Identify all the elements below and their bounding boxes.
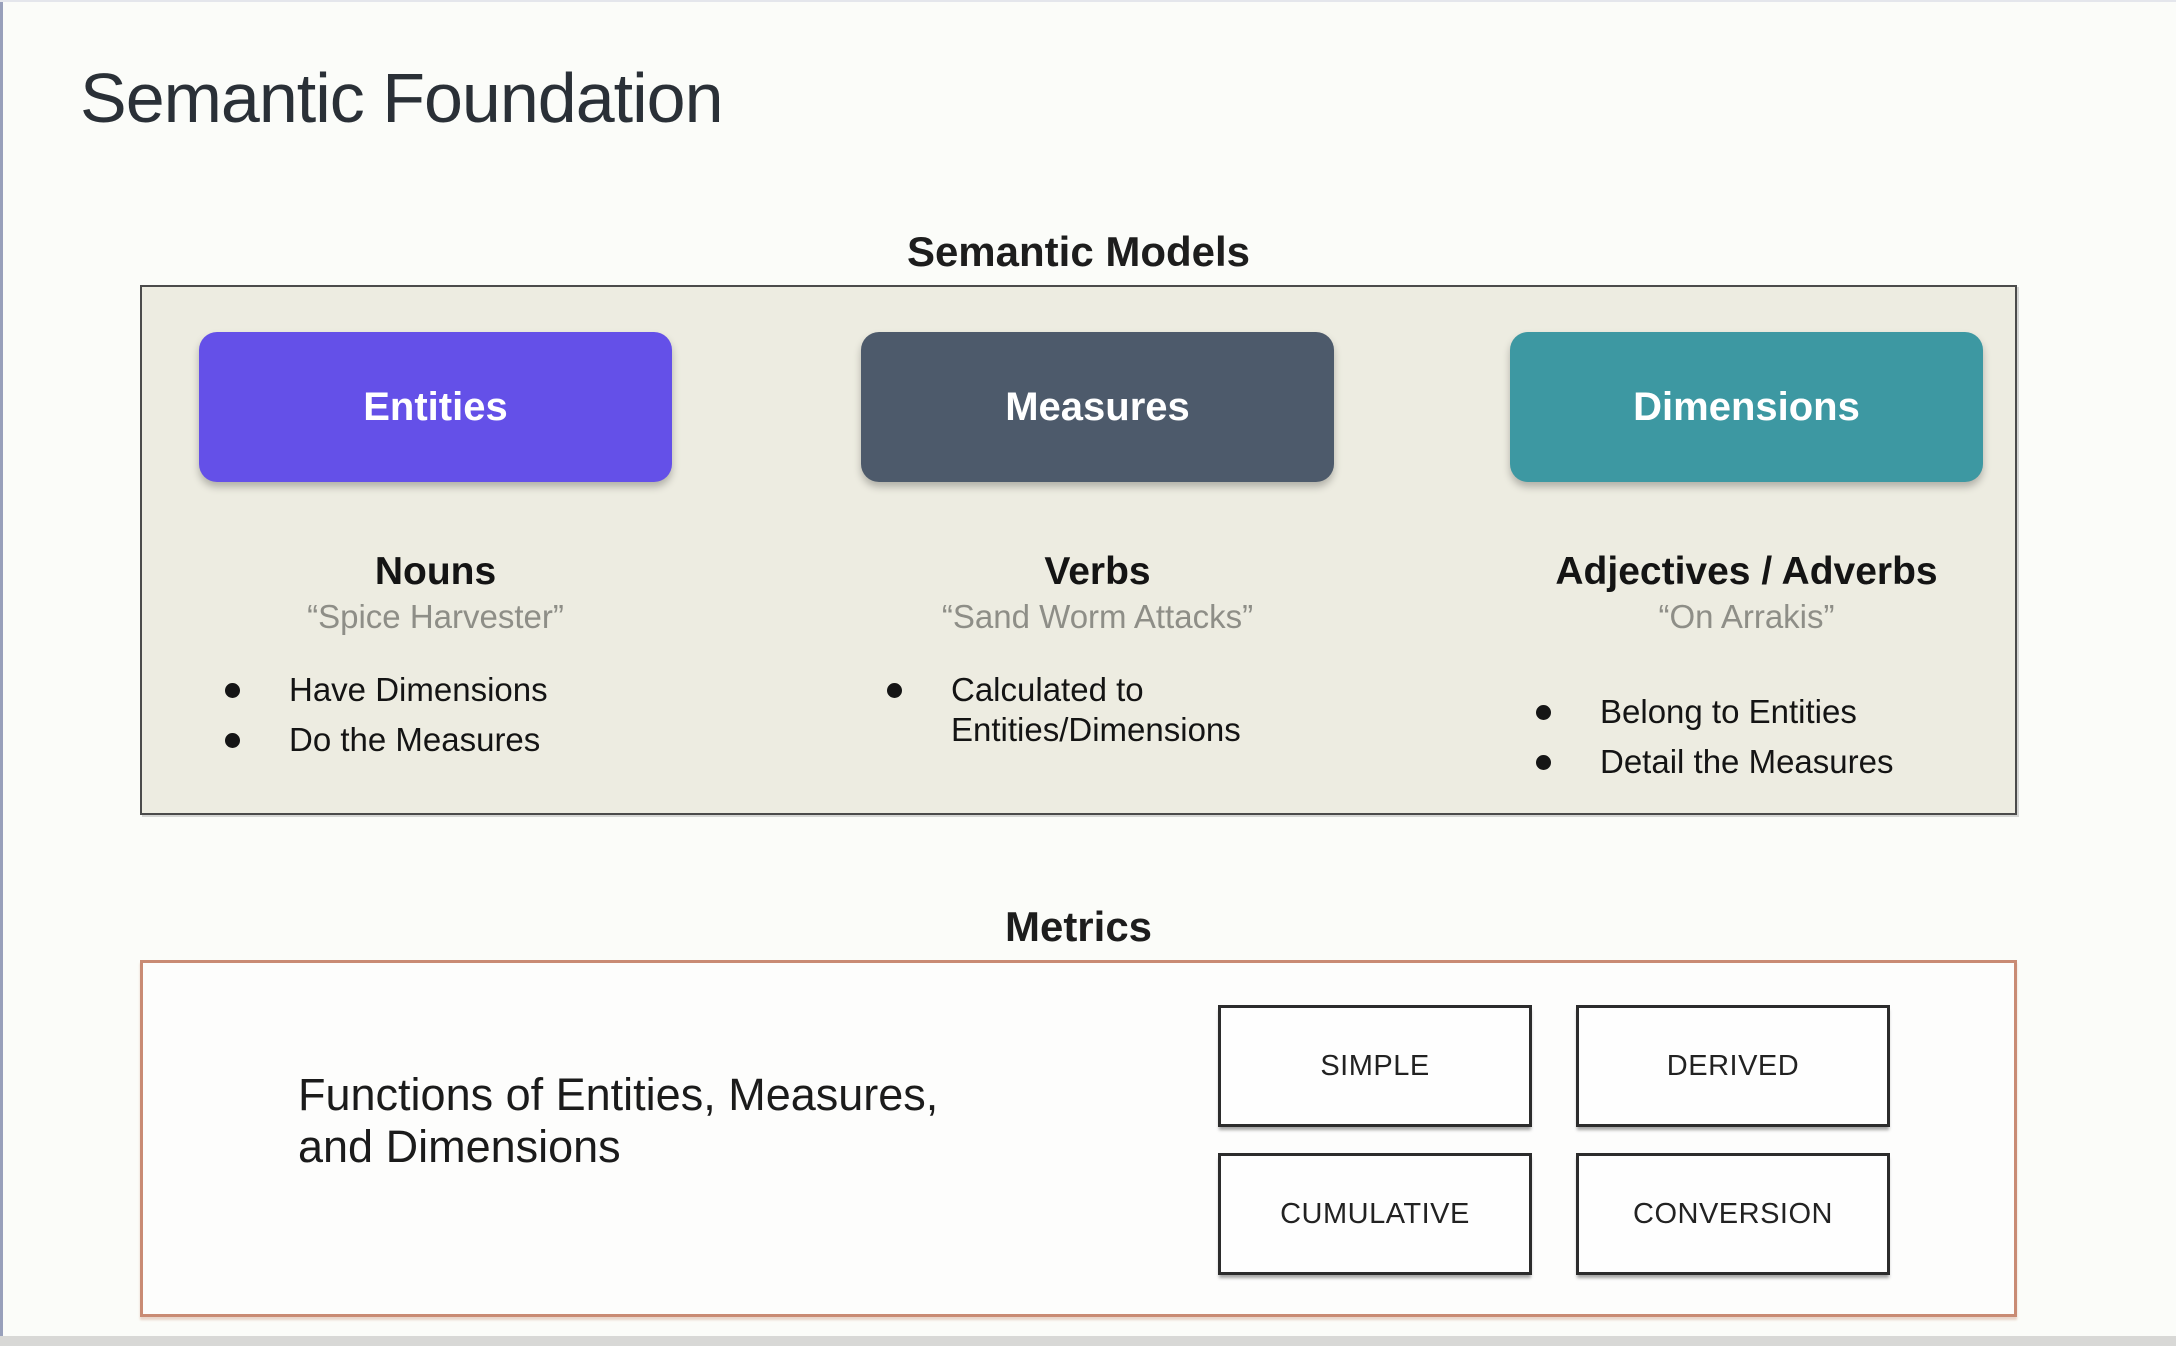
bullet-dot [1536,755,1551,771]
bullet-text: Have Dimensions [289,671,548,708]
bottom-bar [0,1336,2176,1346]
bullet-item: Do the Measures [199,720,672,760]
adjectives-bullet-list: Belong to Entities Detail the Measures [1510,692,1983,783]
verbs-quote: “Sand Worm Attacks” [941,598,1254,635]
bullet-item: Detail the Measures [1510,742,1983,782]
dimensions-box: Dimensions [1510,332,1983,482]
column-entities: Entities Nouns “Spice Harvester” Have Di… [199,287,672,771]
metric-box-simple: SIMPLE [1218,1005,1532,1127]
semantic-models-panel: Entities Nouns “Spice Harvester” Have Di… [140,285,2017,815]
entities-box: Entities [199,332,672,482]
metrics-panel: Functions of Entities, Measures, and Dim… [140,960,2017,1317]
bullet-dot [225,683,240,698]
column-dimensions: Dimensions Adjectives / Adverbs “On Arra… [1510,287,1983,793]
semantic-models-label: Semantic Models [906,228,1251,275]
metrics-description: Functions of Entities, Measures, and Dim… [298,1069,938,1173]
verbs-bullet-list: Calculated to Entities/Dimensions [861,670,1334,751]
bullet-text: Detail the Measures [1600,743,1894,781]
bullet-item: Calculated to Entities/Dimensions [861,670,1334,751]
adjectives-quote: “On Arrakis” [1658,598,1835,635]
bullet-text: Do the Measures [289,721,541,759]
dimensions-box-label: Dimensions [1633,384,1860,429]
metric-box-derived: DERIVED [1576,1005,1890,1127]
metric-type-grid: SIMPLE DERIVED CUMULATIVE CONVERSION [1218,1005,1890,1275]
metric-box-cumulative: CUMULATIVE [1218,1153,1532,1275]
metrics-description-line2: and Dimensions [298,1120,621,1172]
measures-box-label: Measures [1005,384,1190,429]
page-title: Semantic Foundation [80,59,724,137]
bullet-dot [225,733,240,749]
window-edge-top [0,0,2176,2]
bullet-dot [1536,705,1551,720]
column-measures: Measures Verbs “Sand Worm Attacks” Calcu… [861,287,1334,761]
verbs-heading: Verbs [1044,550,1151,593]
nouns-bullet-list: Have Dimensions Do the Measures [199,670,672,761]
nouns-quote: “Spice Harvester” [307,598,564,635]
entities-box-label: Entities [363,384,508,429]
metric-box-conversion: CONVERSION [1576,1153,1890,1275]
nouns-heading: Nouns [374,550,497,593]
metrics-description-line1: Functions of Entities, Measures, [298,1069,939,1120]
bullet-text: Belong to Entities [1600,693,1857,730]
measures-box: Measures [861,332,1334,482]
bullet-item: Have Dimensions [199,670,672,710]
bullet-dot [887,683,902,698]
bullet-text: Calculated to Entities/Dimensions [951,671,1241,749]
window-edge-left [0,0,3,1346]
metrics-label: Metrics [1004,903,1153,950]
bullet-item: Belong to Entities [1510,692,1983,732]
adjectives-heading: Adjectives / Adverbs [1555,550,1938,593]
